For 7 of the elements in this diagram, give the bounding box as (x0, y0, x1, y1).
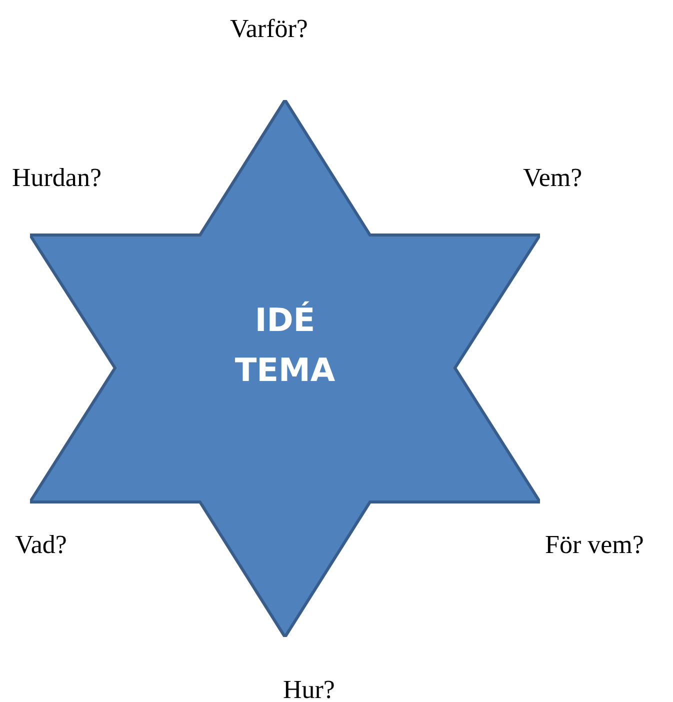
question-label: Varför? (230, 16, 308, 42)
question-label: Hurdan? (12, 165, 102, 191)
question-label: Hur? (283, 677, 335, 702)
question-label: För vem? (545, 532, 644, 558)
question-label: Vem? (523, 165, 582, 191)
star-label: IDÉ TEMA (234, 300, 336, 391)
question-label: Vad? (15, 532, 67, 558)
